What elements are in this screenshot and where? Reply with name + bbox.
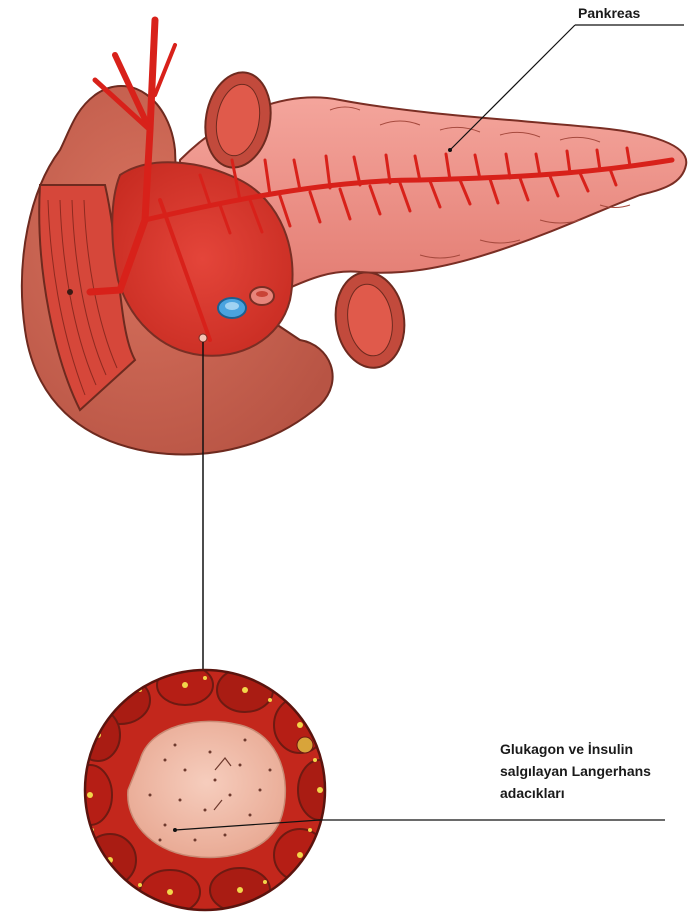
pancreas-label: Pankreas <box>578 2 640 24</box>
islet-magnified-view <box>68 665 342 914</box>
islets-label-line-3: adacıkları <box>500 782 686 804</box>
islets-label-line-1: Glukagon ve İnsulin <box>500 738 686 760</box>
islets-label: Glukagon ve İnsulin salgılayan Langerhan… <box>500 738 686 804</box>
islet-core <box>128 721 286 857</box>
islets-label-line-2: salgılayan Langerhans <box>500 760 686 782</box>
